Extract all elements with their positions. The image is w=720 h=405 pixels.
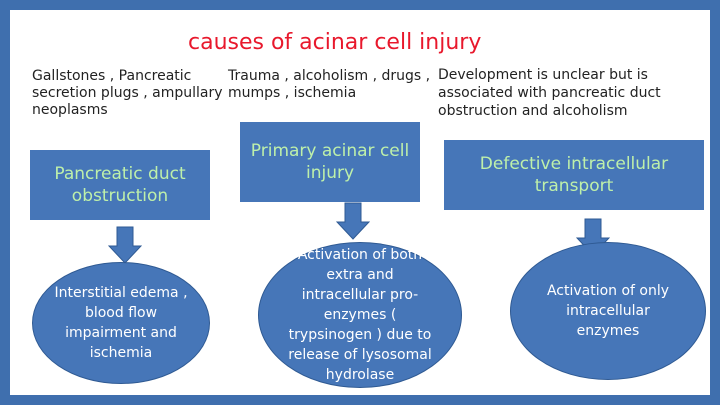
oval-text: Activation of both extra and intracellul… xyxy=(288,247,432,383)
oval-text: Activation of only intracellular enzymes xyxy=(546,283,670,339)
oval-activation-intracellular-enzymes: Activation of only intracellular enzymes xyxy=(510,242,706,380)
box-primary-acinar-cell-injury: Primary acinar cell injury xyxy=(240,122,420,202)
box-defective-intracellular-transport: Defective intracellular transport xyxy=(444,140,704,210)
cause-text-transport: Development is unclear but is associated… xyxy=(438,67,661,119)
box-pancreatic-duct-obstruction: Pancreatic duct obstruction xyxy=(30,150,210,220)
slide-title: causes of acinar cell injury xyxy=(188,30,482,55)
oval-text: Interstitial edema , blood flow impairme… xyxy=(54,285,188,361)
arrow-down-icon xyxy=(336,202,370,240)
oval-interstitial-edema: Interstitial edema , blood flow impairme… xyxy=(32,262,210,384)
slide: causes of acinar cell injury Gallstones … xyxy=(10,10,710,395)
arrow-down-icon xyxy=(108,226,142,264)
cause-text-primary: Trauma , alcoholism , drugs , mumps , is… xyxy=(228,68,431,101)
cause-text-duct: Gallstones , Pancreatic secretion plugs … xyxy=(32,68,223,118)
oval-activation-pro-enzymes: Activation of both extra and intracellul… xyxy=(258,242,462,388)
